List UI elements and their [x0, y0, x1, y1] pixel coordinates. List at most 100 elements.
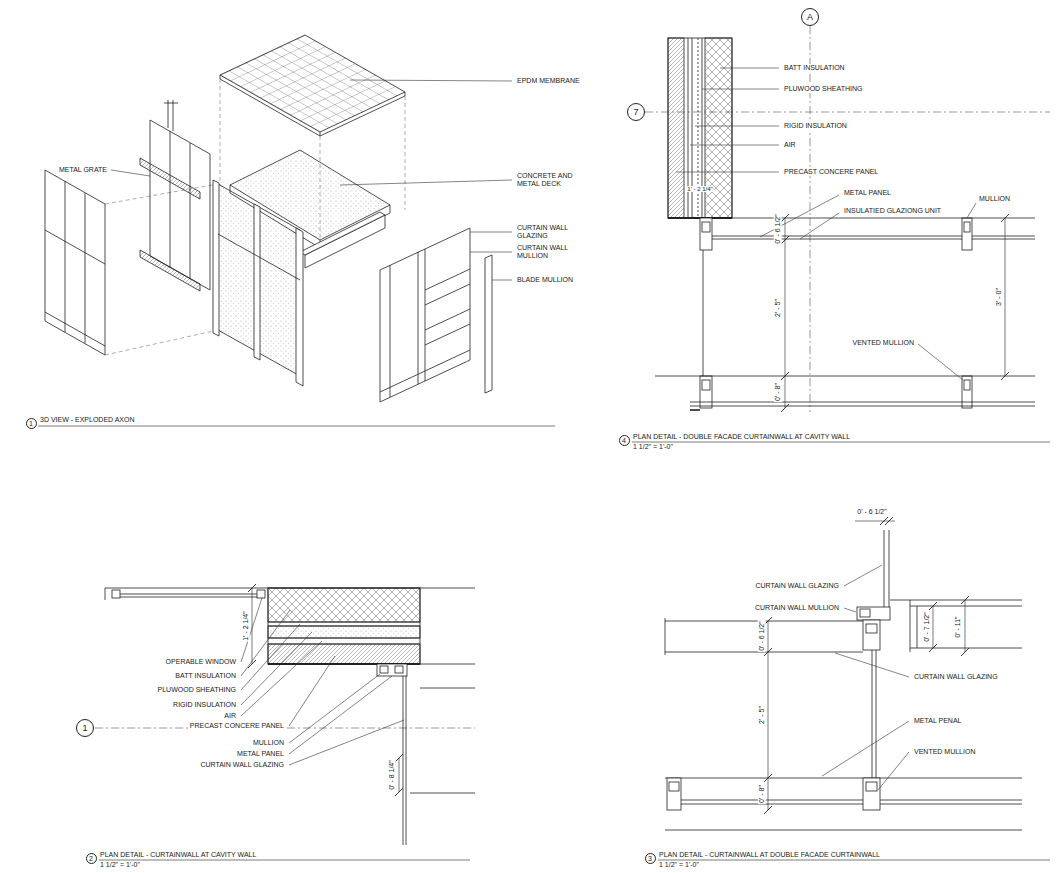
detail-drawing	[38, 26, 1050, 860]
title-rule	[38, 426, 555, 427]
exploded-axon	[45, 35, 492, 402]
plan-detail-2	[257, 590, 265, 598]
exploded-axon	[164, 103, 178, 104]
leader-line	[350, 80, 512, 81]
part-label: MULLION	[978, 195, 1011, 203]
plan-detail-4	[785, 218, 786, 408]
node-text: A	[807, 13, 813, 22]
plan-detail-3	[965, 600, 966, 652]
dimension-text: 0' - 8"	[774, 382, 782, 402]
part-label: PLUWOOD SHEATHING	[157, 686, 237, 694]
exploded-axon	[380, 228, 470, 402]
part-label: INSULATIED GLAZIONG UNIT	[843, 207, 942, 215]
plan-detail-3	[961, 596, 969, 656]
plan-detail-4	[781, 214, 789, 412]
part-label: CURTAIN WALL MULLION	[754, 604, 840, 612]
leader-line	[470, 252, 512, 253]
dimension-text: 0' - 6 1/2"	[774, 213, 782, 245]
exploded-axon	[425, 249, 426, 381]
part-label: VENTED MULLION	[852, 339, 915, 347]
plan-detail-2	[399, 758, 400, 792]
view-number: 4	[619, 435, 630, 446]
exploded-axon	[220, 79, 221, 185]
exploded-axon	[380, 350, 470, 392]
plan-detail-4	[962, 218, 972, 250]
part-label: CURTAIN WALL GLAZING	[913, 673, 999, 681]
exploded-axon	[190, 143, 191, 279]
plan-detail-3	[860, 609, 870, 617]
part-label: RIGID INSULATION	[172, 701, 237, 709]
plan-detail-3	[880, 804, 1022, 805]
plan-detail-2	[252, 588, 253, 664]
plan-detail-4	[810, 26, 811, 412]
plan-detail-3	[667, 778, 681, 810]
node-text: 2	[89, 855, 93, 862]
exploded-axon	[296, 228, 303, 386]
part-label: CURTAIN WALL GLAZING	[199, 761, 285, 769]
exploded-axon	[45, 230, 105, 264]
exploded-axon	[390, 265, 391, 397]
leader-line	[760, 195, 839, 237]
exploded-axon	[168, 100, 169, 128]
part-label: CURTAIN WALL MULLION	[516, 244, 580, 260]
plan-detail-3	[910, 648, 1022, 649]
plan-detail-3	[658, 860, 1050, 861]
plan-detail-3	[917, 606, 918, 648]
dimension-text: 0' - 7 1/2"	[923, 611, 931, 643]
plan-detail-2	[95, 584, 475, 860]
part-label: AIR	[783, 141, 797, 149]
plan-detail-4	[690, 402, 1035, 403]
plan-detail-4	[700, 218, 712, 250]
plan-detail-2	[268, 626, 420, 638]
plan-detail-4	[655, 376, 1035, 377]
scale-note: 1 1/2" = 1'-0"	[658, 861, 700, 869]
plan-detail-3	[889, 530, 890, 607]
plan-detail-3	[863, 778, 880, 810]
part-label: OPERABLE WINDOW	[165, 658, 237, 666]
exploded-axon	[170, 131, 171, 268]
plan-detail-3	[768, 621, 769, 810]
leader-line	[289, 656, 335, 726]
plan-detail-2	[268, 622, 420, 623]
part-label: CONCRETE AND METAL DECK	[516, 172, 580, 188]
dimension-text: 0' - 8 1/4"	[388, 759, 396, 791]
scale-note: 1 1/2" = 1'-0"	[99, 861, 141, 869]
scale-note: 1 1/2" = 1'-0"	[632, 443, 674, 451]
plan-detail-3	[910, 600, 911, 652]
leader-line	[844, 565, 882, 586]
plan-detail-3	[872, 650, 873, 778]
part-label: RIGID INSULATION	[783, 122, 848, 130]
plan-detail-3	[910, 606, 1022, 607]
plan-detail-4	[1005, 218, 1006, 376]
plan-detail-4	[700, 376, 712, 408]
view-title: PLAN DETAIL - CURTAINWALL AT DOUBLE FACA…	[658, 851, 881, 859]
plan-detail-3	[876, 650, 877, 778]
exploded-axon	[418, 252, 419, 384]
plan-detail-3	[866, 782, 877, 791]
plan-detail-4	[645, 26, 1050, 412]
plan-detail-2	[403, 676, 404, 845]
exploded-axon	[320, 132, 321, 136]
plan-detail-2	[268, 644, 420, 645]
leader-line	[690, 145, 779, 146]
dimension-text: 0' - 6 1/2"	[856, 508, 888, 516]
leader-line	[289, 720, 404, 765]
part-label: METAL PANEL	[236, 750, 285, 758]
plan-detail-3	[884, 530, 885, 607]
plan-detail-3	[681, 804, 863, 805]
dimension-text: 3' - 0"	[995, 287, 1003, 307]
plan-detail-2	[377, 664, 407, 676]
plan-detail-4	[964, 222, 970, 232]
leader-line	[492, 280, 512, 281]
plan-detail-2	[395, 754, 403, 796]
plan-detail-4	[703, 250, 704, 376]
node-text: 1	[82, 724, 87, 733]
plan-detail-4	[668, 38, 684, 218]
view-title: 3D VIEW - EXPLODED AXON	[39, 416, 136, 424]
node-text: 7	[633, 108, 638, 117]
leader-line	[702, 89, 779, 90]
plan-detail-2	[120, 594, 257, 595]
plan-detail-3	[857, 607, 890, 620]
